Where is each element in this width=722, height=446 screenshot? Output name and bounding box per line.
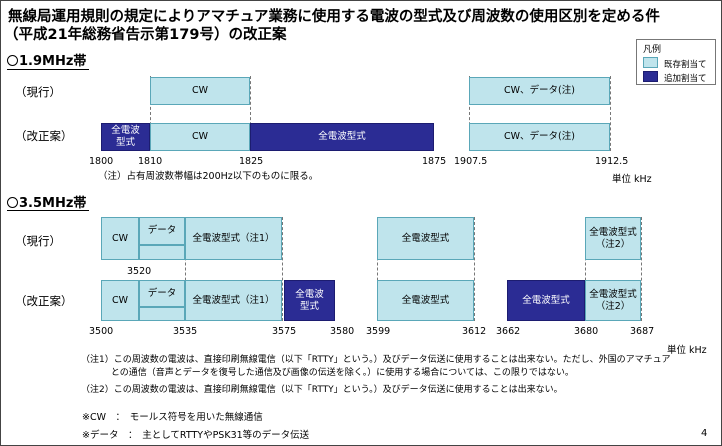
- tick: 3535: [173, 326, 198, 337]
- band2-revised-all: 全電波型式: [377, 280, 474, 321]
- band2-revised-data: データ: [139, 280, 185, 307]
- band2-current-data: データ: [139, 217, 185, 245]
- tick: 3575: [272, 326, 297, 337]
- guide-line: [150, 76, 151, 151]
- legend-title: 凡例: [643, 45, 662, 55]
- circle-bullet-icon: [7, 55, 18, 66]
- band1-revised-all-wide: 全電波型式: [250, 123, 434, 151]
- band2-current-cw: CW: [101, 217, 139, 260]
- tick-3520: 3520: [127, 266, 152, 277]
- band2-heading: 3.5MHz帯: [7, 192, 86, 211]
- tick: 3599: [366, 326, 391, 337]
- page-subtitle: （平成21年総務省告示第179号）の改正案: [4, 27, 287, 43]
- band1-note: （注）占有周波数帯幅は200Hz以下のものに限る。: [98, 171, 319, 182]
- band2-note1-line1: （注1）この周波数の電波は、直接印刷無線電信（以下「RTTY」という。）及びデー…: [81, 355, 671, 365]
- tick: 3662: [496, 326, 521, 337]
- guide-line: [585, 217, 586, 321]
- band2-revised-data-lower: [139, 307, 185, 321]
- band2-revised-all-note2: 全電波型式 （注2）: [585, 280, 641, 321]
- band1-current-cw-data: CW、データ(注): [469, 77, 610, 105]
- footnote-data: ※データ ： 主としてRTTYやPSK31等のデータ伝送: [82, 430, 310, 441]
- tick: 1912.5: [595, 156, 629, 167]
- band2-underline: [7, 210, 89, 211]
- guide-line: [469, 76, 470, 151]
- tick: 3500: [89, 326, 114, 337]
- guide-line: [250, 76, 251, 151]
- band2-row-revised: （改正案）: [15, 294, 73, 308]
- tick: 1825: [239, 156, 264, 167]
- band1-revised-all: 全電波 型式: [101, 123, 150, 151]
- legend-added-swatch: [643, 71, 658, 82]
- band2-row-current: （現行）: [15, 234, 61, 248]
- band1-underline: [7, 69, 89, 70]
- guide-line: [610, 76, 611, 151]
- guide-line: [185, 217, 186, 321]
- guide-line: [641, 217, 642, 321]
- guide-line: [282, 217, 283, 321]
- legend-added-label: 追加割当て: [664, 74, 707, 84]
- circle-bullet-icon: [7, 197, 18, 208]
- page-number: 4: [701, 428, 708, 439]
- guide-line: [474, 217, 475, 321]
- band1-unit: 単位 kHz: [612, 174, 652, 185]
- guide-line: [377, 217, 378, 321]
- band2-revised-all-added: 全電波 型式: [284, 280, 335, 321]
- band2-revised-cw: CW: [101, 280, 139, 321]
- tick: 3580: [330, 326, 355, 337]
- band2-note2: （注2）この周波数の電波は、直接印刷無線電信（以下「RTTY」という。）及びデー…: [81, 385, 563, 395]
- tick: 3612: [462, 326, 487, 337]
- tick: 1800: [89, 156, 114, 167]
- band1-row-revised: （改正案）: [15, 129, 73, 143]
- tick: 1907.5: [454, 156, 488, 167]
- band1-revised-cw-data: CW、データ(注): [469, 123, 610, 151]
- legend-existing-swatch: [643, 57, 658, 68]
- band2-revised-all-added-2: 全電波型式: [507, 280, 585, 321]
- band2-note1-line2: との通信（音声とデータを復号した通信及び画像の伝送を除く。）に使用する場合につい…: [81, 368, 574, 378]
- band2-current-all-note2: 全電波型式 （注2）: [585, 217, 641, 260]
- band2-unit: 単位 kHz: [667, 345, 707, 356]
- band2-current-data-lower: [139, 245, 185, 260]
- band2-heading-text: 3.5MHz帯: [19, 196, 87, 211]
- band1-current-cw: CW: [150, 77, 250, 105]
- tick: 3680: [574, 326, 599, 337]
- band2-current-all-note1: 全電波型式（注1）: [185, 217, 282, 260]
- tick: 1810: [138, 156, 163, 167]
- tick: 1875: [422, 156, 447, 167]
- band1-revised-cw: CW: [150, 123, 250, 151]
- page-title: 無線局運用規則の規定によりアマチュア業務に使用する電波の型式及び周波数の使用区別…: [8, 9, 660, 25]
- footnote-cw: ※CW ： モールス符号を用いた無線通信: [82, 412, 263, 423]
- band2-current-all: 全電波型式: [377, 217, 474, 260]
- band1-heading: 1.9MHz帯: [7, 50, 86, 69]
- band1-row-current: （現行）: [15, 85, 61, 99]
- band1-heading-text: 1.9MHz帯: [19, 54, 87, 69]
- legend: 凡例 既存割当て 追加割当て: [636, 39, 716, 85]
- legend-existing-label: 既存割当て: [664, 60, 707, 70]
- band2-revised-all-note1: 全電波型式（注1）: [185, 280, 282, 321]
- tick: 3687: [630, 326, 655, 337]
